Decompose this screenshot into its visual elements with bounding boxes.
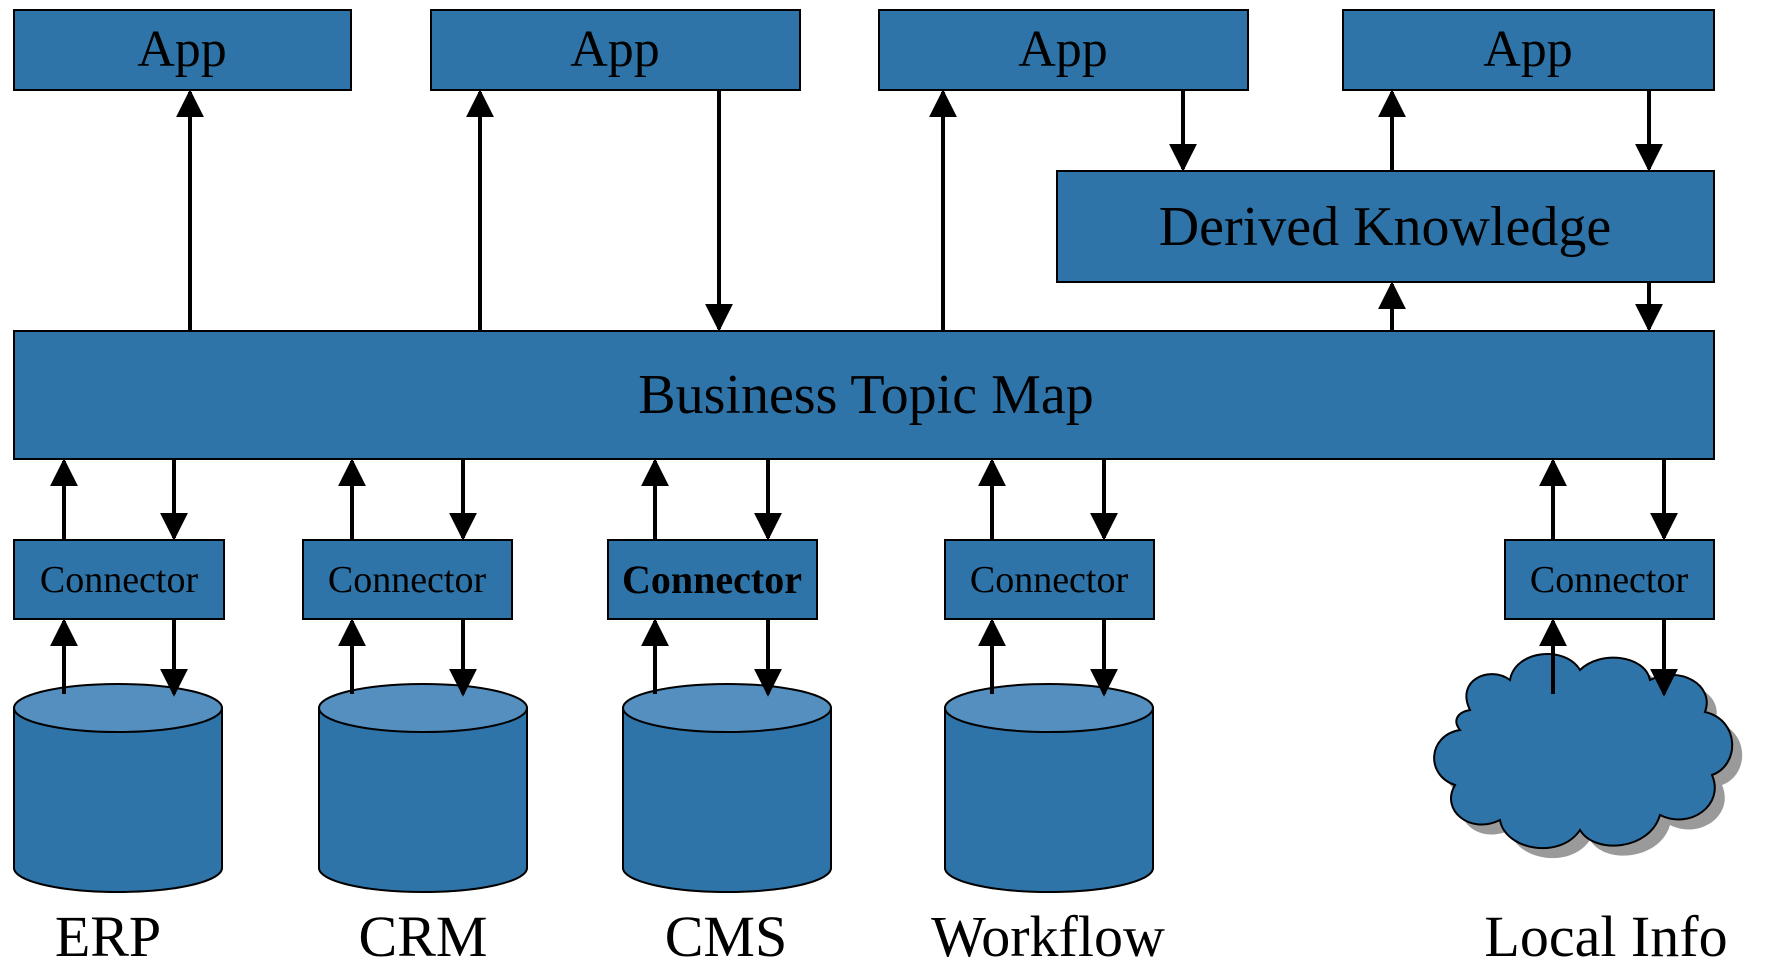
app-box: App	[430, 9, 801, 91]
connector-label: Connector	[328, 559, 487, 601]
derived-knowledge-label: Derived Knowledge	[1159, 196, 1612, 258]
crm-database-icon	[318, 683, 528, 893]
local-info-cloud-icon	[1433, 653, 1743, 859]
app-label: App	[137, 21, 227, 78]
cms-database-icon	[622, 683, 832, 893]
app-box: App	[1342, 9, 1715, 91]
business-topic-map-box: Business Topic Map	[13, 330, 1715, 460]
crm-label: CRM	[359, 904, 488, 966]
derived-knowledge-box: Derived Knowledge	[1056, 170, 1715, 283]
connector-label: Connector	[1530, 559, 1689, 601]
erp-database-icon	[13, 683, 223, 893]
connector-box: Connector	[607, 539, 818, 620]
local-info-label: Local Info	[1484, 904, 1727, 966]
connector-box: Connector	[13, 539, 225, 620]
app-label: App	[570, 21, 660, 78]
app-label: App	[1483, 21, 1573, 78]
connector-label: Connector	[970, 559, 1129, 601]
workflow-database-icon	[944, 683, 1154, 893]
connector-label: Connector	[622, 557, 802, 602]
connector-box: Connector	[944, 539, 1155, 620]
erp-label: ERP	[55, 904, 161, 966]
connector-label: Connector	[40, 559, 199, 601]
arrows	[50, 89, 1678, 697]
cms-label: CMS	[665, 904, 788, 966]
app-box: App	[878, 9, 1249, 91]
business-topic-map-label: Business Topic Map	[638, 364, 1094, 426]
app-label: App	[1018, 21, 1108, 78]
connector-box: Connector	[1504, 539, 1715, 620]
app-box: App	[13, 9, 352, 91]
connector-box: Connector	[302, 539, 513, 620]
workflow-label: Workflow	[931, 904, 1165, 966]
